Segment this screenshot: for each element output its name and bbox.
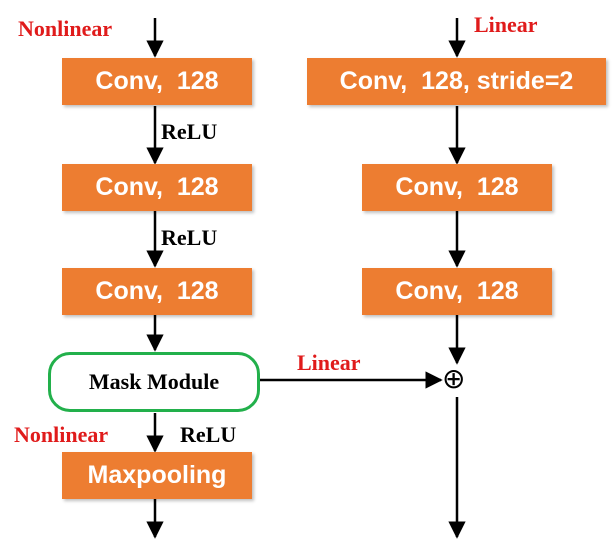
- elementwise-sum-icon: ⊕: [442, 362, 466, 395]
- left-conv-3: Conv, 128: [62, 268, 252, 315]
- right-conv-3: Conv, 128: [362, 268, 552, 315]
- maxpooling-block: Maxpooling: [62, 452, 252, 499]
- connection-linear-label: Linear: [297, 350, 361, 375]
- left-nonlinear-label: Nonlinear: [14, 422, 109, 447]
- left-conv-1: Conv, 128: [62, 58, 252, 105]
- left-conv-2: Conv, 128: [62, 164, 252, 211]
- left-input-label: Nonlinear: [18, 16, 113, 41]
- mask-module: Mask Module: [48, 352, 260, 412]
- left-relu-2-label: ReLU: [161, 225, 218, 250]
- right-conv-1: Conv, 128, stride=2: [307, 58, 606, 105]
- left-relu-1-label: ReLU: [161, 119, 218, 144]
- right-conv-2: Conv, 128: [362, 164, 552, 211]
- right-input-label: Linear: [474, 12, 538, 37]
- left-relu-3-label: ReLU: [180, 422, 237, 447]
